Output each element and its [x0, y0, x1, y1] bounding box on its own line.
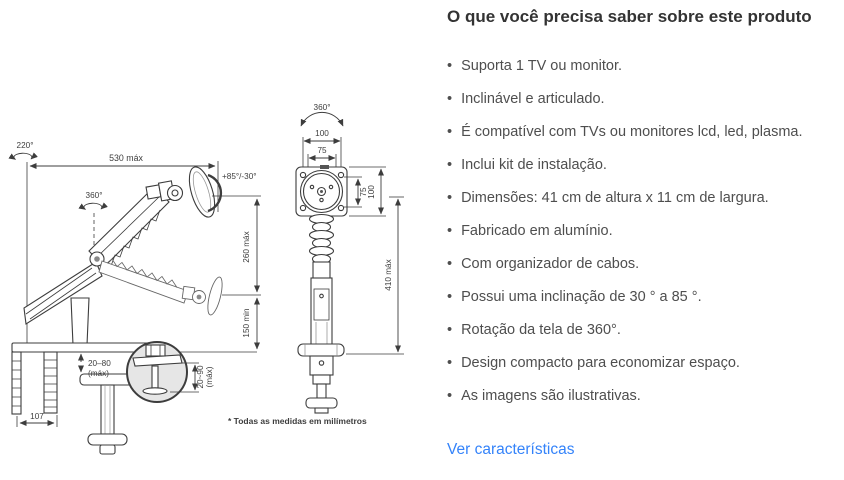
clamp-depth-label: 107	[30, 412, 44, 421]
feature-text: Dimensões: 41 cm de altura x 11 cm de la…	[461, 190, 769, 206]
inset-range-max-label: (máx)	[205, 366, 214, 387]
feature-text: Design compacto para economizar espaço.	[461, 355, 740, 371]
bullet-dot-icon: •	[447, 91, 453, 107]
arm-rotation-label: 360°	[86, 191, 103, 200]
desk-detail-inset: 20~90 (máx)	[126, 341, 214, 403]
bullet-dot-icon: •	[447, 190, 453, 206]
base-swivel-label: 220°	[17, 141, 34, 150]
bullet-dot-icon: •	[447, 289, 453, 305]
feature-text: Inclinável e articulado.	[461, 91, 605, 107]
feature-item: • Inclui kit de instalação.	[447, 155, 839, 175]
feature-text: As imagens são ilustrativas.	[461, 388, 641, 404]
feature-text: Rotação da tela de 360°.	[461, 322, 621, 338]
rotation-arrow-icon	[78, 202, 108, 210]
reach-dimension-label: 530 máx	[109, 153, 143, 163]
feature-item: • As imagens são ilustrativas.	[447, 386, 839, 406]
bullet-dot-icon: •	[447, 256, 453, 272]
bullet-dot-icon: •	[447, 355, 453, 371]
feature-text: É compatível com TVs ou monitores lcd, l…	[461, 124, 803, 140]
tilt-range-arc	[207, 173, 223, 213]
feature-item: • Dimensões: 41 cm de altura x 11 cm de l…	[447, 188, 839, 208]
arm-side-drawing	[23, 166, 223, 346]
desk-clamp-drawing	[11, 342, 257, 455]
product-dimensions-diagram: 530 máx 220° 360°	[0, 0, 430, 470]
feature-text: Inclui kit de instalação.	[461, 157, 607, 173]
desk-thickness-max-label: (máx)	[88, 369, 109, 378]
pole-front-drawing	[297, 213, 345, 414]
feature-text: Fabricado em alumínio.	[461, 223, 613, 239]
feature-text: Possui uma inclinação de 30 ° a 85 °.	[461, 289, 702, 305]
see-characteristics-link[interactable]: Ver características	[447, 441, 575, 458]
vesa-width-inner-label: 75	[317, 146, 327, 155]
vesa-height-inner-label: 75	[359, 187, 368, 197]
desk-thickness-label: 20–80	[88, 359, 111, 368]
bullet-dot-icon: •	[447, 388, 453, 404]
inset-range-label: 20~90	[196, 365, 205, 388]
bullet-dot-icon: •	[447, 223, 453, 239]
feature-text: Com organizador de cabos.	[461, 256, 640, 272]
front-view: 360° 100 75 75	[295, 103, 404, 414]
height-range-label: 260 máx	[242, 231, 251, 262]
feature-item: • Possui uma inclinação de 30 ° a 85 °.	[447, 287, 839, 307]
vesa-width-outer-label: 100	[315, 129, 329, 138]
feature-list: • Suporta 1 TV ou monitor. • Inclinável e a…	[447, 56, 839, 406]
bullet-dot-icon: •	[447, 124, 453, 140]
vesa-rotation-label: 360°	[314, 103, 331, 112]
bullet-dot-icon: •	[447, 157, 453, 173]
feature-item: • Design compacto para economizar espaço.	[447, 353, 839, 373]
rotation-arc-icon	[300, 111, 344, 127]
feature-item: • Suporta 1 TV ou monitor.	[447, 56, 839, 76]
feature-item: • Inclinável e articulado.	[447, 89, 839, 109]
vesa-plate-drawing	[295, 165, 348, 217]
dimension-diagram-svg: 530 máx 220° 360°	[8, 103, 404, 455]
bullet-dot-icon: •	[447, 322, 453, 338]
feature-text: Suporta 1 TV ou monitor.	[461, 58, 623, 74]
feature-item: • Com organizador de cabos.	[447, 254, 839, 274]
bullet-dot-icon: •	[447, 58, 453, 74]
side-view: 530 máx 220° 360°	[8, 141, 261, 455]
feature-item: • Rotação da tela de 360°.	[447, 320, 839, 340]
page-title: O que você precisa saber sobre este prod…	[447, 7, 812, 26]
min-height-label: 150 min	[242, 308, 251, 338]
tilt-range-label: +85°/-30°	[222, 172, 257, 181]
feature-item: • Fabricado em alumínio.	[447, 221, 839, 241]
rotation-arrow-icon	[8, 152, 38, 160]
pole-height-label: 410 máx	[384, 259, 393, 290]
feature-item: • É compatível com TVs ou monitores lcd, …	[447, 122, 839, 142]
measurements-footnote: * Todas as medidas em milímetros	[228, 416, 367, 426]
vesa-height-outer-label: 100	[367, 185, 376, 199]
product-info-section: O que você precisa saber sobre este prod…	[447, 6, 839, 459]
